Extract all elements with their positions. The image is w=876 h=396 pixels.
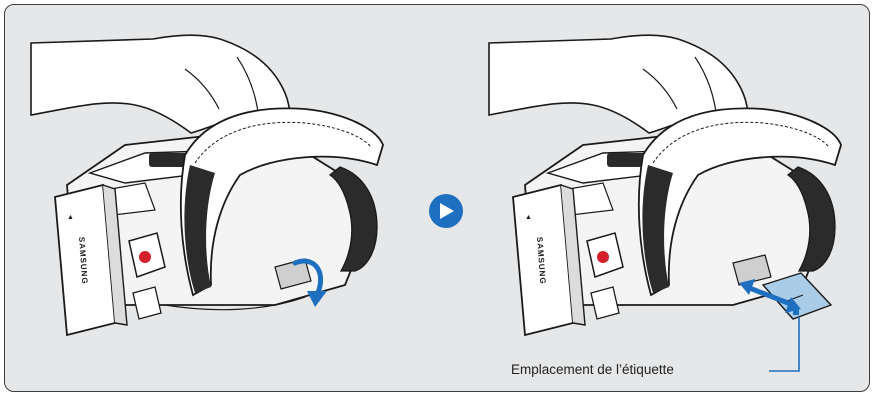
label-location-caption: Emplacement de l’étiquette bbox=[511, 362, 674, 377]
caption-leader-line bbox=[5, 5, 870, 392]
instruction-panel: ▲ SAMSUNG bbox=[4, 4, 870, 392]
